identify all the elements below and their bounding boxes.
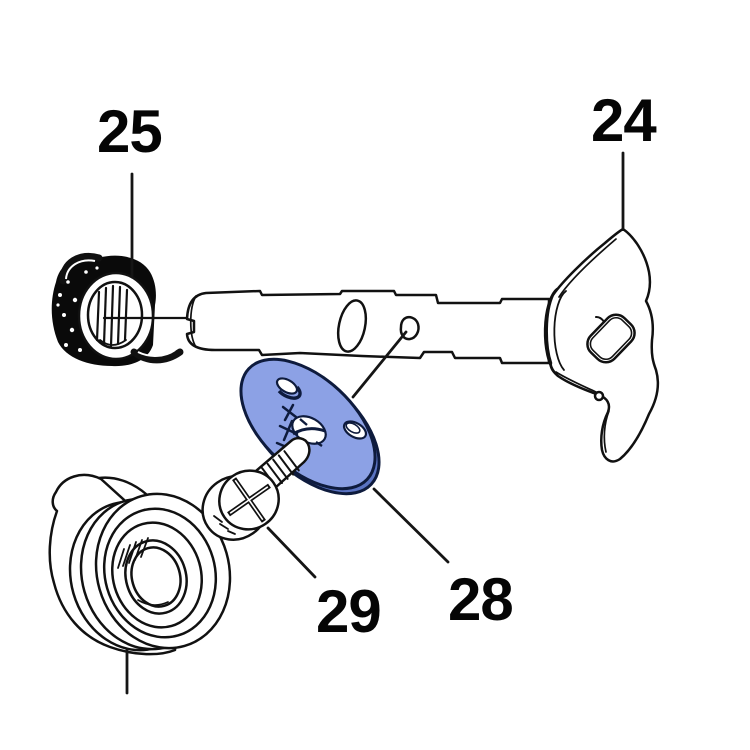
shaft-outline — [185, 289, 551, 365]
lever-hub-arc-outer — [543, 287, 559, 375]
lever-slot-hole — [586, 313, 636, 364]
lever-edge-line-foot — [603, 410, 610, 453]
lever-hub-arc-inner — [553, 290, 567, 371]
part-25-spring — [51, 253, 184, 367]
knob — [48, 473, 232, 656]
spring-coil-inner-ring — [86, 280, 144, 350]
label-25: 25 — [97, 98, 162, 165]
knob-thread-hatch — [117, 537, 149, 569]
disc-hole-upper-shadow — [277, 385, 302, 400]
spring-bottom-hook — [130, 348, 184, 364]
knob-top-edge — [97, 476, 148, 496]
knob-bore-bottom-line — [137, 599, 169, 606]
part-29-screw — [201, 436, 311, 541]
disc-serration-marks — [275, 403, 299, 451]
shaft-hole-alignment-line — [351, 330, 408, 399]
leader-line-29 — [266, 526, 317, 579]
shaft-chamfer — [336, 299, 368, 353]
screw-head-rim-hatch — [213, 515, 236, 535]
knob-bore-inner — [130, 546, 182, 608]
label-28: 28 — [448, 566, 513, 633]
screw-head-cross-slot — [227, 477, 271, 523]
lever-edge-line-top — [558, 238, 617, 298]
spring-top-hook — [59, 253, 103, 285]
disc-hole-center-notches — [299, 418, 323, 447]
spring-bottom-hook-highlight — [137, 349, 176, 357]
leader-lines — [125, 151, 625, 695]
part-labels: 25 24 29 28 — [97, 87, 658, 645]
lever-pivot-dot — [593, 390, 605, 402]
disc-hole-right-inner-line — [345, 422, 361, 434]
label-29: 29 — [316, 578, 381, 645]
disc-hole-right — [342, 420, 368, 440]
lever-edge-line-concave — [555, 371, 597, 393]
label-24: 24 — [591, 87, 657, 154]
leader-line-28 — [372, 487, 450, 564]
shaft — [102, 289, 551, 365]
part-28-disc — [239, 357, 381, 496]
spring-top-hook-highlight — [65, 259, 96, 280]
spring-coil-wires — [95, 284, 129, 348]
lever-slot-hole-inner-line — [589, 316, 633, 361]
part-24-lever — [543, 227, 660, 463]
shaft-end-cap-line — [189, 295, 197, 348]
disc-hole-upper — [275, 377, 299, 395]
spring-speckles — [56, 266, 99, 352]
